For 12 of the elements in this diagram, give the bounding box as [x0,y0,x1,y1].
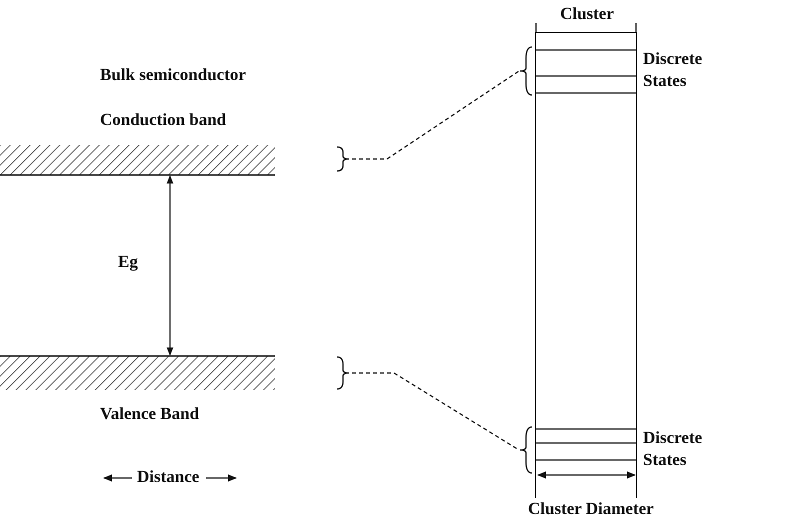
band-label: Valence Band [100,404,200,424]
dashed-connector [352,70,520,160]
edge-label: Eg [118,252,138,272]
dimension-label: Cluster Diameter [528,499,654,519]
heading: Bulk semiconductor [100,65,246,85]
band-label: Conduction band [100,110,226,130]
states-label: Discrete States [643,48,704,92]
states-label: Discrete States [643,427,704,471]
dashed-connector [352,372,520,451]
axis-label: Distance [137,467,200,487]
cluster-heading: Cluster [559,4,615,24]
double-arrow [166,175,174,356]
